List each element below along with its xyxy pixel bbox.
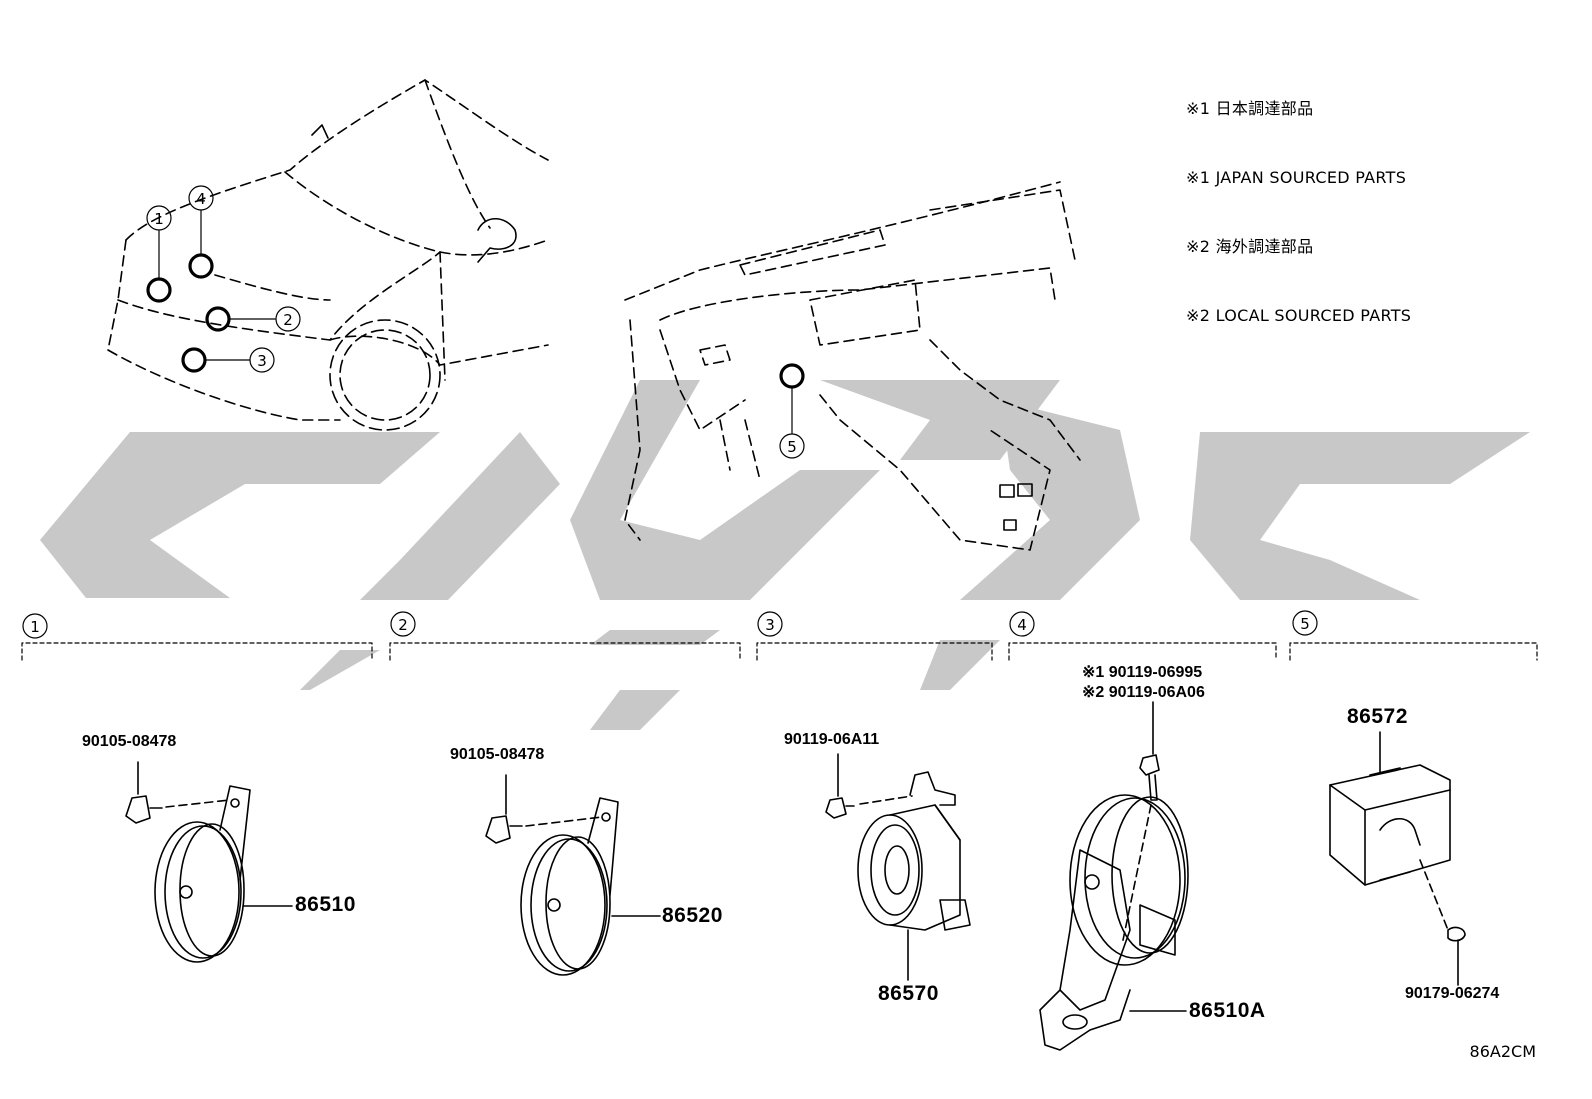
marker-label-1: 1 — [154, 210, 164, 228]
part-number-horn-86510[interactable]: 86510 — [295, 893, 356, 916]
section-5-header: 5 — [1300, 615, 1310, 633]
marker-label-2: 2 — [283, 311, 293, 329]
horn-86510A-illustration — [1039, 701, 1189, 1051]
horn-86520-illustration — [485, 774, 661, 976]
section-1-header: 1 — [30, 618, 40, 636]
note-line: ※2 海外調達部品 — [1186, 237, 1314, 256]
diagram-code: 86A2CM — [1469, 1042, 1536, 1061]
part-number-bolt-3[interactable]: 90119-06A11 — [784, 731, 880, 748]
car-front-illustration — [107, 79, 549, 421]
dashboard-illustration — [624, 181, 1081, 551]
car-mirror — [311, 124, 517, 263]
marker-leaders — [158, 209, 793, 434]
marker-label-5: 5 — [787, 438, 797, 456]
part-number-horn-86570[interactable]: 86570 — [878, 982, 939, 1005]
part-number-bolt-4-local[interactable]: ※2 90119-06A06 — [1082, 684, 1205, 701]
horn-86570-illustration — [825, 753, 971, 981]
horn-86510-illustration — [125, 761, 293, 963]
note-line: ※1 JAPAN SOURCED PARTS — [1186, 168, 1407, 187]
car-wheel — [329, 319, 441, 431]
console-buttons — [999, 483, 1033, 531]
part-number-clip-5[interactable]: 90179-06274 — [1405, 985, 1500, 1002]
note-line: ※2 LOCAL SOURCED PARTS — [1186, 306, 1412, 325]
section-4-header: 4 — [1017, 616, 1027, 634]
section-2-header: 2 — [398, 616, 408, 634]
part-number-bolt-1[interactable]: 90105-08478 — [82, 733, 177, 750]
note-line: ※1 日本調達部品 — [1186, 99, 1314, 118]
marker-label-3: 3 — [257, 352, 267, 370]
part-number-bolt-2[interactable]: 90105-08478 — [450, 746, 545, 763]
part-number-horn-86520[interactable]: 86520 — [662, 904, 723, 927]
section-3-header: 3 — [765, 616, 775, 634]
part-number-module-86572[interactable]: 86572 — [1347, 705, 1408, 728]
sourcing-notes: ※1 日本調達部品 ※1 JAPAN SOURCED PARTS ※2 海外調達… — [1186, 51, 1411, 373]
marker-label-4: 4 — [196, 190, 206, 208]
part-number-horn-86510A[interactable]: 86510A — [1189, 999, 1266, 1022]
part-number-bolt-4-japan[interactable]: ※1 90119-06995 — [1082, 664, 1203, 681]
marker-label-circles — [146, 185, 805, 459]
section-brackets — [21, 610, 1538, 661]
module-86572-illustration — [1329, 731, 1466, 986]
